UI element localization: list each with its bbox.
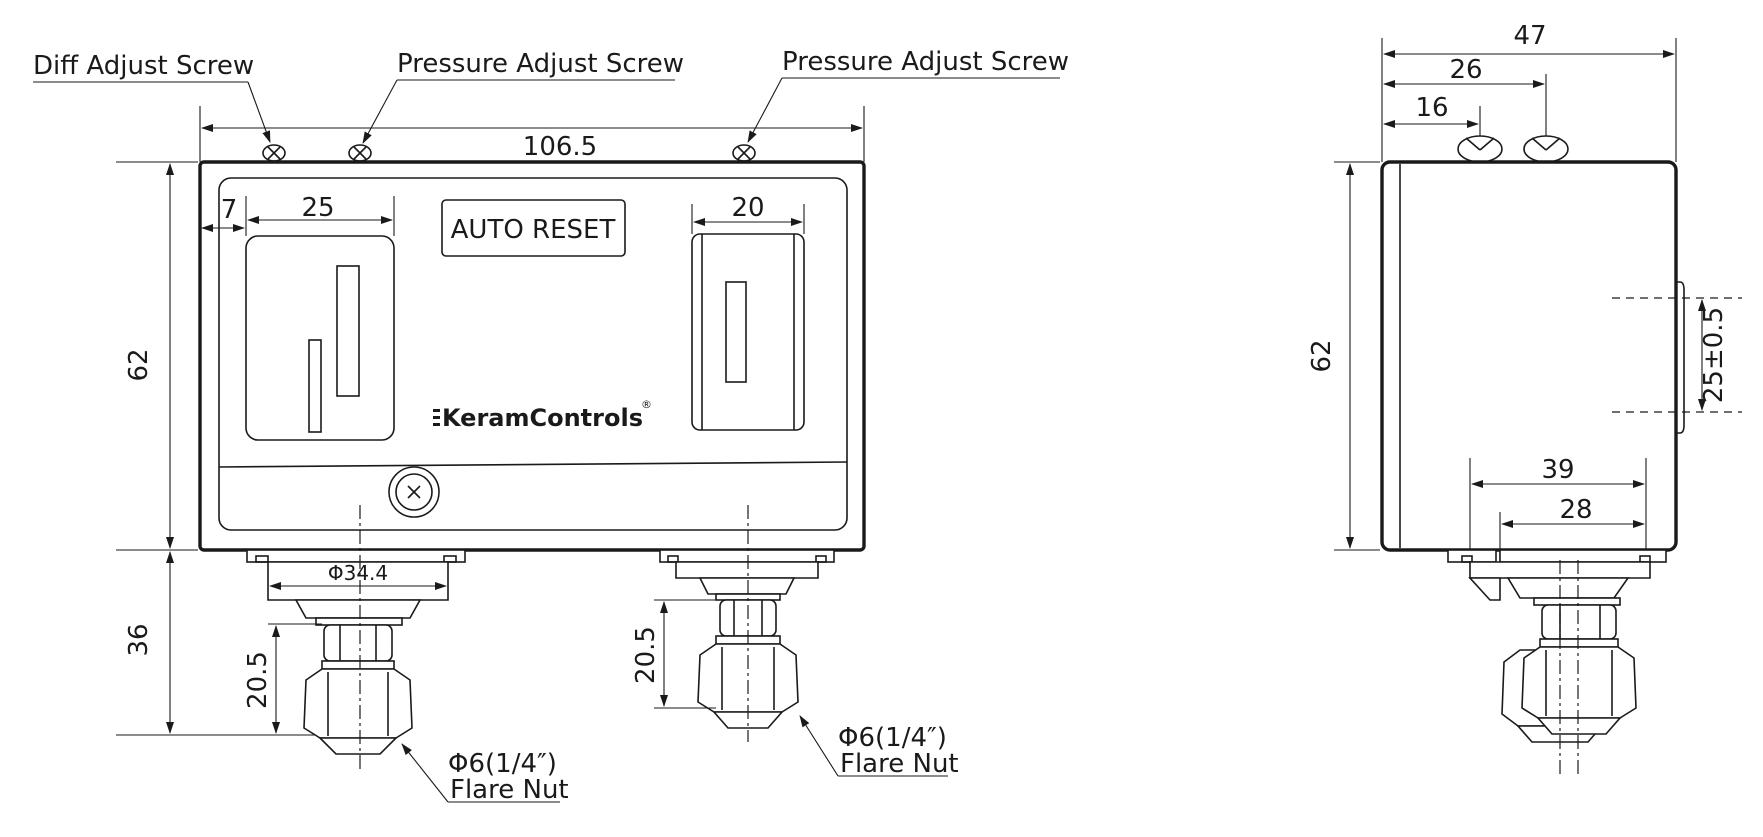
brand-mark: ® xyxy=(641,398,652,411)
dim-height: 62 xyxy=(116,161,198,551)
side-screws xyxy=(1457,135,1569,163)
pressure-screw-right-icon xyxy=(732,144,756,162)
label-pressure-adjust-screw-left: Pressure Adjust Screw xyxy=(397,49,684,79)
callout-pressure-screw-right: Pressure Adjust Screw xyxy=(747,47,1069,143)
svg-text:25: 25 xyxy=(301,193,334,223)
svg-text:20.5: 20.5 xyxy=(631,626,661,684)
right-window xyxy=(691,233,805,431)
callout-pressure-screw-left: Pressure Adjust Screw xyxy=(362,49,684,144)
label-diff-adjust-screw: Diff Adjust Screw xyxy=(33,51,254,81)
svg-text:Φ34.4: Φ34.4 xyxy=(328,561,388,585)
callout-flare-nut-left: Φ6(1/4″) Flare Nut xyxy=(401,743,569,805)
svg-text:20: 20 xyxy=(731,193,764,223)
callout-flare-nut-right: Φ6(1/4″) Flare Nut xyxy=(799,715,959,779)
dim-flange-diameter: Φ34.4 xyxy=(269,561,447,590)
diff-screw-icon xyxy=(262,144,286,162)
dim-screw1-offset: 16 xyxy=(1383,93,1481,140)
dim-side-height: 62 xyxy=(1307,161,1380,551)
label-pressure-adjust-screw-right: Pressure Adjust Screw xyxy=(782,47,1069,77)
mount-boss xyxy=(1676,281,1685,434)
svg-text:62: 62 xyxy=(124,348,154,381)
svg-text:AUTO RESET: AUTO RESET xyxy=(451,215,616,245)
dim-left-window-width: 25 xyxy=(247,193,395,236)
brand-logo: KeramControls ® xyxy=(433,398,652,432)
svg-text:39: 39 xyxy=(1541,455,1574,485)
side-fittings xyxy=(1447,549,1667,778)
svg-text:Φ6(1/4″): Φ6(1/4″) xyxy=(448,749,557,779)
dim-bottom-height: 36 xyxy=(116,551,330,736)
reset-screw-icon xyxy=(388,466,440,518)
side-screw-1-icon xyxy=(1457,135,1503,163)
svg-text:16: 16 xyxy=(1415,93,1448,123)
svg-text:62: 62 xyxy=(1307,339,1337,372)
dim-depth: 47 xyxy=(1381,21,1677,162)
auto-reset-label: AUTO RESET xyxy=(441,199,626,257)
svg-text:47: 47 xyxy=(1513,21,1546,51)
right-fitting xyxy=(659,505,835,742)
side-view: 47 26 16 xyxy=(1307,21,1742,778)
svg-text:Flare Nut: Flare Nut xyxy=(450,775,569,805)
svg-text:25±0.5: 25±0.5 xyxy=(1699,307,1729,403)
front-cover xyxy=(218,177,848,531)
front-view: 106.5 Diff Adjust Screw xyxy=(33,47,1069,805)
svg-text:28: 28 xyxy=(1559,495,1592,525)
brand-name: KeramControls xyxy=(442,404,643,432)
left-fitting xyxy=(246,505,466,770)
svg-text:Φ6(1/4″): Φ6(1/4″) xyxy=(838,723,947,753)
dim-left-window-offset: 7 xyxy=(201,195,247,236)
svg-text:26: 26 xyxy=(1449,55,1482,85)
dim-fitting-length-left: 20.5 xyxy=(243,623,322,734)
dim-width: 106.5 xyxy=(199,106,865,162)
side-body-outline xyxy=(1380,160,1678,552)
side-screw-2-icon xyxy=(1523,135,1569,163)
cover-split-line xyxy=(218,461,848,468)
dim-screw2-offset: 26 xyxy=(1383,55,1547,140)
svg-text:7: 7 xyxy=(221,195,238,225)
dim-right-window-width: 20 xyxy=(691,193,805,234)
svg-text:20.5: 20.5 xyxy=(243,651,273,709)
left-window xyxy=(245,235,395,441)
pressure-screw-left-icon xyxy=(348,144,372,162)
dim-mount-spacing: 25±0.5 xyxy=(1612,297,1742,413)
dim-fitting-length-right: 20.5 xyxy=(631,599,718,709)
adjust-screws-front xyxy=(262,144,756,162)
dim-width-label: 106.5 xyxy=(523,132,597,162)
callout-diff-screw: Diff Adjust Screw xyxy=(33,51,271,143)
svg-text:Flare Nut: Flare Nut xyxy=(840,749,959,779)
svg-text:36: 36 xyxy=(124,623,154,656)
front-body-outline xyxy=(198,160,866,552)
